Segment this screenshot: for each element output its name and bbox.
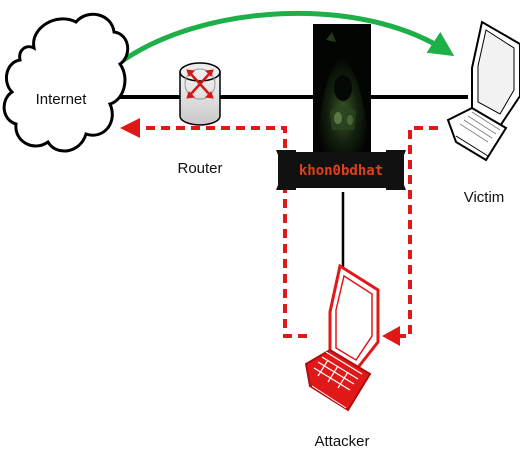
attacker-label: Attacker <box>314 433 369 450</box>
banner: khon0bdhat <box>276 150 406 190</box>
cloud-icon <box>2 12 130 153</box>
attack-flow-paths <box>140 126 438 338</box>
victim-label: Victim <box>464 189 505 206</box>
router-icon <box>179 62 221 126</box>
legit-flow-arrow <box>116 10 455 67</box>
laptop-icon <box>446 20 520 162</box>
attack-flow-victim-to-attacker <box>398 126 438 338</box>
internet-label: Internet <box>36 91 88 108</box>
attack-flow-attacker-to-internet <box>140 126 307 338</box>
router-label: Router <box>177 160 222 177</box>
hooded-hacker-icon <box>313 24 371 158</box>
attack-arrowhead-attacker <box>382 326 400 346</box>
attacker-laptop-icon <box>304 263 380 412</box>
banner-text: khon0bdhat <box>299 163 383 179</box>
attack-arrowhead-internet <box>120 118 140 138</box>
